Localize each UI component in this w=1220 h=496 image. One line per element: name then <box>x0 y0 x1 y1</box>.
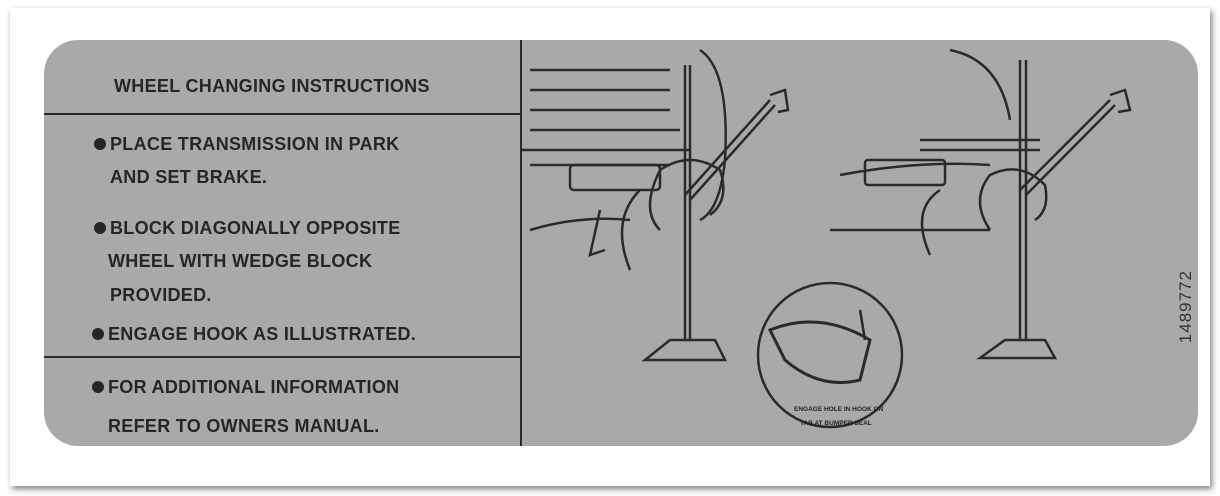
jack-illustration <box>520 48 1132 429</box>
step-2: BLOCK DIAGONALLY OPPOSITE <box>94 218 401 239</box>
step-1-cont: AND SET BRAKE. <box>110 167 268 187</box>
detail-caption-1: ENGAGE HOLE IN HOOK ON <box>794 406 884 413</box>
divider <box>44 113 520 115</box>
step-2-cont2: PROVIDED. <box>110 285 212 305</box>
divider <box>44 356 520 358</box>
car-right-drawing <box>830 48 1040 256</box>
step-1: PLACE TRANSMISSION IN PARK <box>94 134 399 155</box>
bullet-icon <box>94 138 106 150</box>
instructions-panel: WHEEL CHANGING INSTRUCTIONS PLACE TRANSM… <box>44 40 522 446</box>
car-left-drawing <box>520 48 727 271</box>
step-4-cont: REFER TO OWNERS MANUAL. <box>108 416 380 436</box>
bullet-icon <box>92 381 104 393</box>
bullet-icon <box>92 328 104 340</box>
jack-left <box>641 65 790 362</box>
step-text: PLACE TRANSMISSION IN PARK <box>110 134 400 154</box>
detail-caption-2: TAB AT BUMPER SEAL <box>800 420 872 427</box>
step-2-cont: WHEEL WITH WEDGE BLOCK <box>108 251 373 271</box>
wheel-changing-label: WHEEL CHANGING INSTRUCTIONS PLACE TRANSM… <box>44 40 1198 446</box>
step-text: FOR ADDITIONAL INFORMATION <box>108 377 400 397</box>
jack-right <box>976 60 1132 360</box>
step-text: BLOCK DIAGONALLY OPPOSITE <box>110 218 401 238</box>
step-text: ENGAGE HOOK AS ILLUSTRATED. <box>108 324 417 344</box>
hook-detail-circle <box>756 281 904 429</box>
step-3: ENGAGE HOOK AS ILLUSTRATED. <box>92 324 416 345</box>
label-title: WHEEL CHANGING INSTRUCTIONS <box>114 76 430 96</box>
part-number: 1489772 <box>1176 270 1195 344</box>
bullet-icon <box>94 222 106 234</box>
step-4: FOR ADDITIONAL INFORMATION <box>92 377 399 398</box>
